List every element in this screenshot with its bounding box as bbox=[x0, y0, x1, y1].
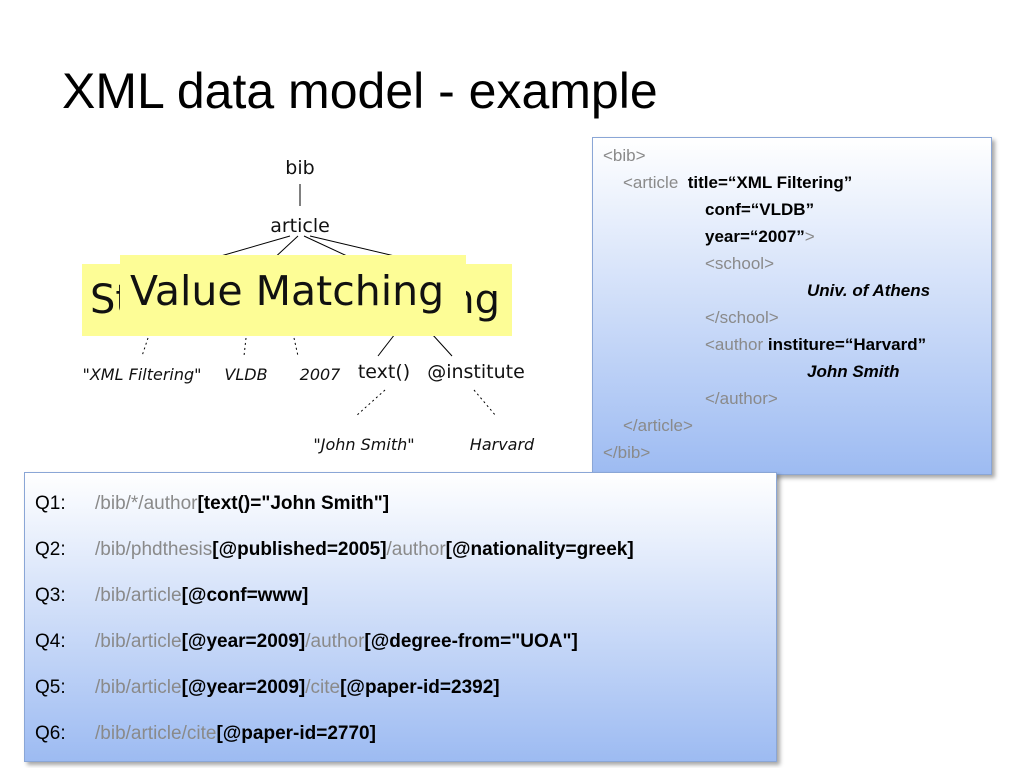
query-q3: Q3:/bib/article[@conf=www] bbox=[35, 585, 309, 606]
xml-line: </bib> bbox=[603, 443, 651, 462]
xml-line: <author institure=“Harvard” bbox=[705, 335, 927, 354]
tree-edge-to-john-smith bbox=[355, 389, 386, 417]
xml-line: John Smith bbox=[807, 362, 900, 381]
tree-edge-to-conf-value bbox=[243, 337, 247, 357]
tree-leaf-harvard: Harvard bbox=[470, 435, 535, 454]
tree-leaf-title: "XML Filtering" bbox=[82, 365, 201, 384]
tree-node-article: article bbox=[270, 215, 330, 237]
xml-line: <school> bbox=[705, 254, 774, 273]
xml-line: </author> bbox=[705, 389, 778, 408]
queries-box: Q1:/bib/*/author[text()="John Smith"] Q2… bbox=[24, 472, 777, 762]
xml-document-box: <bib> <article title=“XML Filtering” con… bbox=[592, 137, 992, 475]
query-q5: Q5:/bib/article[@year=2009]/cite[@paper-… bbox=[35, 677, 500, 698]
slide-title: XML data model - example bbox=[62, 63, 658, 119]
query-q2: Q2:/bib/phdthesis[@published=2005]/autho… bbox=[35, 539, 634, 560]
xml-line: <bib> bbox=[603, 146, 646, 165]
tree-edge-to-year-value bbox=[293, 337, 299, 357]
tree-node-bib: bib bbox=[285, 157, 314, 179]
tree-node-institute: @institute bbox=[427, 361, 525, 383]
tree-edge-to-institute bbox=[431, 333, 453, 357]
tree-edge-to-harvard bbox=[473, 389, 497, 417]
tree-edge-to-title-value bbox=[141, 337, 149, 357]
query-q1: Q1:/bib/*/author[text()="John Smith"] bbox=[35, 493, 390, 514]
xml-line: <article title=“XML Filtering” bbox=[623, 173, 853, 192]
tree-leaf-year: 2007 bbox=[300, 365, 342, 384]
tree-leaf-conf: VLDB bbox=[224, 365, 267, 384]
tree-node-text: text() bbox=[358, 361, 410, 383]
query-q6: Q6:/bib/article/cite[@paper-id=2770] bbox=[35, 723, 376, 744]
value-matching-label: Value Matching bbox=[120, 255, 466, 327]
tree-edge-to-text bbox=[377, 333, 396, 357]
xml-line: conf=“VLDB” bbox=[705, 200, 815, 219]
tree-leaf-john-smith: "John Smith" bbox=[313, 435, 414, 454]
xml-line: Univ. of Athens bbox=[807, 281, 931, 300]
xml-line: </article> bbox=[623, 416, 693, 435]
query-q4: Q4:/bib/article[@year=2009]/author[@degr… bbox=[35, 631, 578, 652]
xml-line: year=“2007”> bbox=[705, 227, 815, 246]
xml-line: </school> bbox=[705, 308, 779, 327]
